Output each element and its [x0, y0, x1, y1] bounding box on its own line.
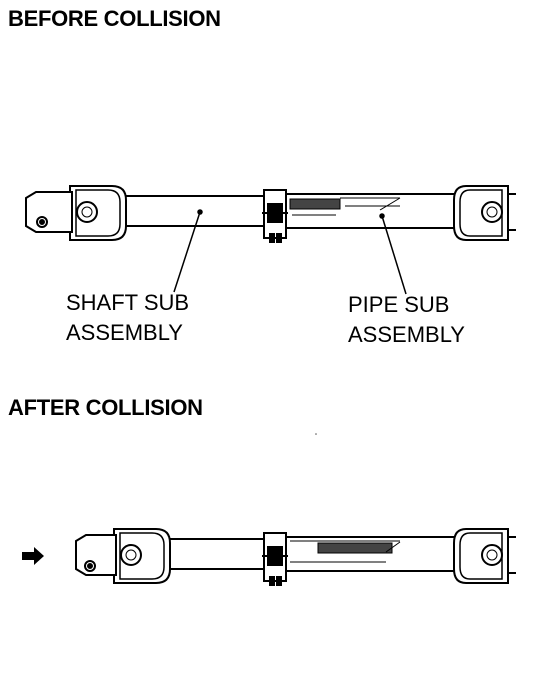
- before-collision-title: BEFORE COLLISION: [8, 6, 221, 31]
- before-spring-hatch: [289, 197, 400, 216]
- pipe-sub-assembly-label: PIPE SUB ASSEMBLY: [348, 290, 465, 350]
- before-left-yoke: [69, 185, 127, 241]
- before-left-joint-pin: [76, 201, 98, 223]
- pipe-sub-label-line2: ASSEMBLY: [348, 322, 465, 347]
- before-right-joint-pin: [481, 201, 503, 223]
- after-pipe-section: [279, 536, 461, 572]
- after-shaft-assembly: [75, 528, 516, 586]
- before-left-fork: [25, 191, 73, 233]
- arrow-right-icon: [22, 547, 44, 565]
- after-left-joint-pin: [120, 544, 142, 566]
- pipe-sub-leader: [381, 215, 407, 295]
- shaft-sub-label-line1: SHAFT SUB: [66, 290, 190, 315]
- before-right-yoke: [453, 185, 509, 241]
- after-collision-title: AFTER COLLISION: [8, 395, 203, 420]
- after-right-yoke: [453, 528, 509, 584]
- shaft-sub-label-line2: ASSEMBLY: [66, 320, 183, 345]
- before-pipe-section: [279, 193, 461, 229]
- shaft-sub-leader: [173, 211, 201, 293]
- pipe-sub-label-line1: PIPE SUB: [348, 292, 450, 317]
- before-shaft-assembly: [25, 185, 516, 243]
- scan-speck: [315, 433, 317, 435]
- after-left-fork: [75, 534, 117, 576]
- leader-lines: [173, 209, 407, 295]
- after-left-yoke: [113, 528, 171, 584]
- after-right-joint-pin: [481, 544, 503, 566]
- shaft-sub-assembly-label: SHAFT SUB ASSEMBLY: [66, 288, 189, 348]
